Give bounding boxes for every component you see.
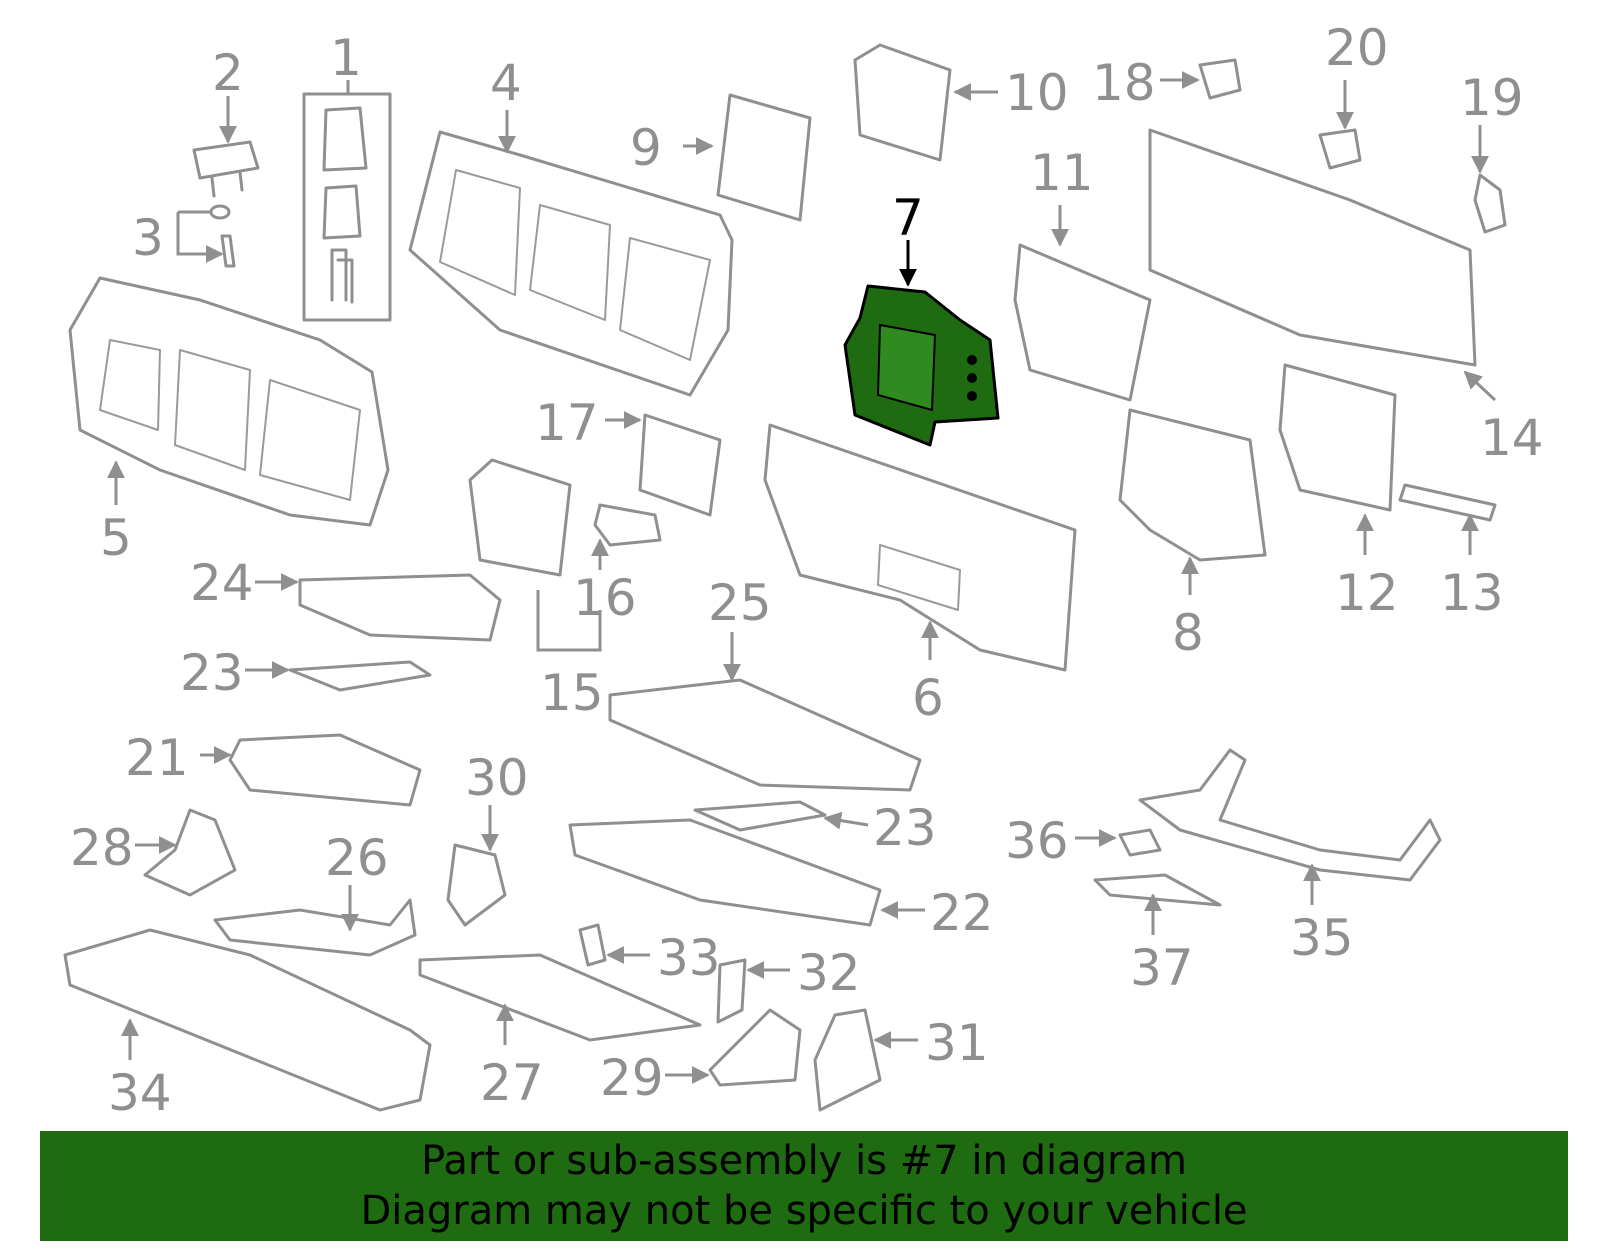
part-19 xyxy=(1473,173,1507,234)
info-banner: Part or sub-assembly is #7 in diagram Di… xyxy=(40,1131,1568,1241)
part-20 xyxy=(1318,128,1362,170)
callout-29: 29 xyxy=(600,1049,664,1107)
callout-33: 33 xyxy=(657,929,721,987)
part-10 xyxy=(853,43,952,162)
part-22 xyxy=(568,818,882,927)
callout-19: 19 xyxy=(1460,69,1524,127)
callout-26: 26 xyxy=(325,829,389,887)
callout-27: 27 xyxy=(480,1054,544,1112)
callout-24: 24 xyxy=(190,554,254,612)
part-33 xyxy=(578,923,607,967)
part-25 xyxy=(608,678,922,792)
callout-32: 32 xyxy=(797,944,861,1002)
callout-22: 22 xyxy=(930,884,994,942)
part-9 xyxy=(716,93,812,222)
part-32 xyxy=(716,958,747,1024)
part-5-seatback xyxy=(68,276,390,527)
callout-5: 5 xyxy=(100,509,132,567)
part-23-a xyxy=(288,660,432,692)
callout-13: 13 xyxy=(1440,564,1504,622)
callout-25: 25 xyxy=(708,574,772,632)
banner-line-1: Part or sub-assembly is #7 in diagram xyxy=(421,1138,1187,1184)
callout-21: 21 xyxy=(125,729,189,787)
part-29 xyxy=(708,1008,802,1087)
callout-7: 7 xyxy=(892,189,924,247)
part-11 xyxy=(1013,243,1152,402)
part-14 xyxy=(1148,128,1477,367)
callout-14: 14 xyxy=(1480,409,1544,467)
part-28 xyxy=(143,808,237,897)
callout-28: 28 xyxy=(70,819,134,877)
callout-18: 18 xyxy=(1092,54,1156,112)
callout-34: 34 xyxy=(108,1064,172,1120)
part-12 xyxy=(1278,363,1397,512)
part-16 xyxy=(593,503,662,547)
part-24 xyxy=(298,573,502,642)
callout-9: 9 xyxy=(630,119,662,177)
part-35 xyxy=(1138,748,1442,882)
callout-36: 36 xyxy=(1005,812,1069,870)
part-1-headrest-kit xyxy=(302,92,392,322)
callout-3: 3 xyxy=(132,209,164,267)
part-36 xyxy=(1118,828,1162,857)
part-30 xyxy=(446,843,507,927)
part-13 xyxy=(1398,483,1497,522)
callout-2: 2 xyxy=(212,44,244,102)
callout-31: 31 xyxy=(925,1014,989,1072)
callout-1: 1 xyxy=(330,29,362,87)
callout-35: 35 xyxy=(1290,909,1354,967)
part-23-b xyxy=(693,800,827,832)
callout-23-b: 23 xyxy=(873,799,937,857)
callout-15: 15 xyxy=(540,664,604,722)
part-8 xyxy=(1118,408,1267,562)
callout-23-a: 23 xyxy=(180,644,244,702)
part-2-headrest xyxy=(192,140,260,198)
part-6-back-panel xyxy=(763,423,1077,672)
part-31 xyxy=(813,1008,882,1112)
part-3-guides xyxy=(209,204,236,268)
part-15 xyxy=(468,458,572,577)
callout-10: 10 xyxy=(1005,64,1069,122)
callout-labels: 1 2 3 4 5 6 7 8 9 10 11 12 13 14 15 16 1… xyxy=(70,19,1544,1120)
part-27 xyxy=(418,953,702,1042)
parts-diagram: 1 2 3 4 5 6 7 8 9 10 11 12 13 14 15 16 1… xyxy=(63,19,1544,1120)
callout-30: 30 xyxy=(465,749,529,807)
part-26 xyxy=(213,898,417,957)
callout-11: 11 xyxy=(1030,144,1094,202)
part-17 xyxy=(638,413,722,517)
callout-37: 37 xyxy=(1130,939,1194,997)
callout-17: 17 xyxy=(535,394,599,452)
callout-16: 16 xyxy=(573,569,637,627)
part-4-seatback-frame xyxy=(408,130,734,397)
banner-line-2: Diagram may not be specific to your vehi… xyxy=(360,1188,1248,1234)
part-21 xyxy=(228,733,422,807)
leader-lines xyxy=(107,71,1497,1084)
callout-4: 4 xyxy=(490,54,522,112)
callout-6: 6 xyxy=(912,669,944,727)
callout-12: 12 xyxy=(1335,564,1399,622)
callout-8: 8 xyxy=(1172,604,1204,662)
callout-20: 20 xyxy=(1325,19,1389,77)
part-18 xyxy=(1198,58,1242,100)
part-7-highlighted xyxy=(843,284,1000,447)
part-34 xyxy=(63,928,432,1112)
part-37 xyxy=(1093,873,1222,907)
